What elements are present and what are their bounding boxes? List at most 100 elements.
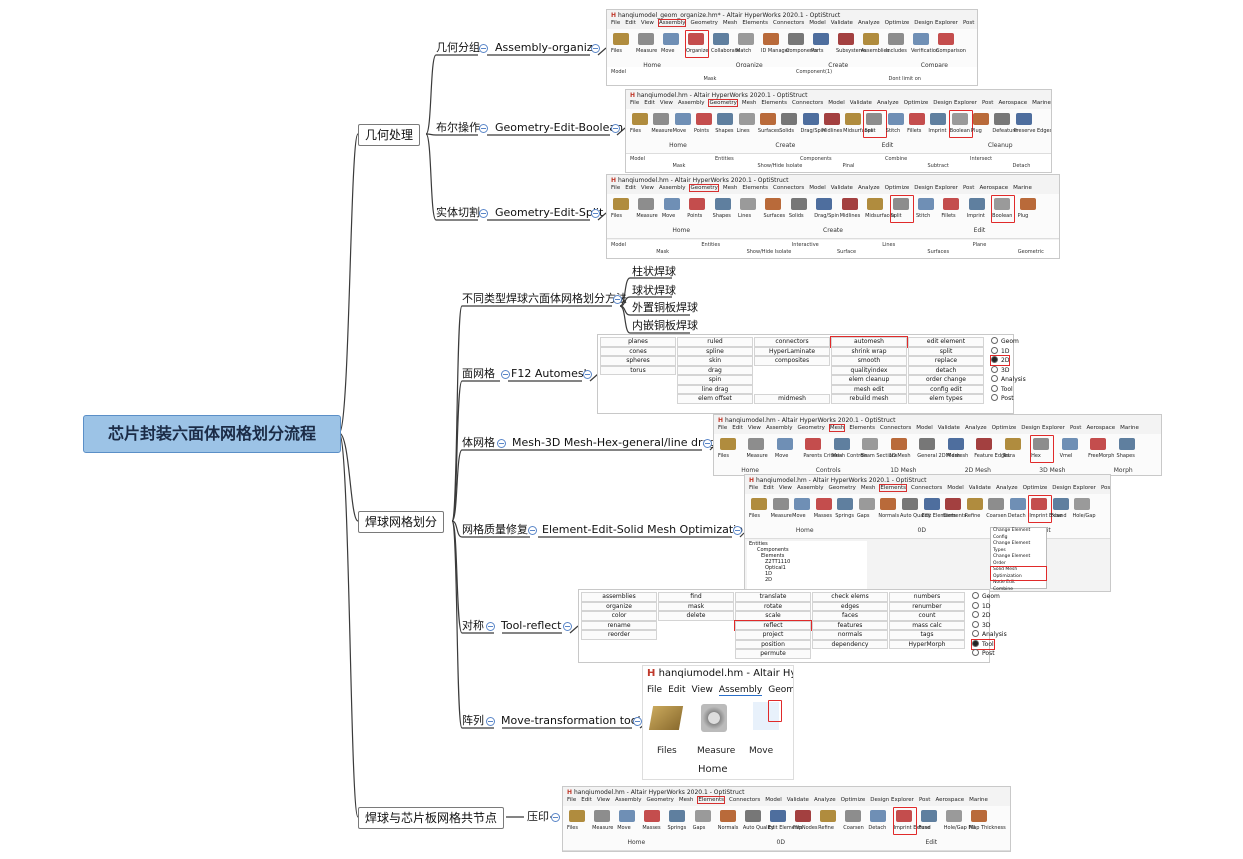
panel-cell[interactable]: automesh: [830, 336, 908, 348]
panel-radio[interactable]: Tool: [991, 384, 1013, 394]
menu-item[interactable]: Design Explorer: [914, 20, 958, 26]
collapse-toggle[interactable]: [591, 209, 600, 218]
menu-item[interactable]: Elements: [742, 20, 769, 26]
menu-item[interactable]: Validate: [786, 797, 809, 803]
node-mesh-repair[interactable]: 网格质量修复: [462, 523, 528, 536]
menu-item[interactable]: Connectors: [773, 185, 805, 191]
tool-icon[interactable]: [945, 498, 962, 510]
panel-cell[interactable]: faces: [812, 611, 888, 621]
menu-item[interactable]: View: [640, 185, 654, 191]
menu-item[interactable]: Model: [828, 100, 845, 106]
tool-icon[interactable]: [890, 438, 907, 450]
panel-cell[interactable]: assemblies: [581, 592, 657, 602]
panel-cell[interactable]: color: [581, 611, 657, 621]
status-item[interactable]: Combine: [885, 156, 908, 162]
panel-cell[interactable]: count: [889, 611, 965, 621]
tool-icon[interactable]: [970, 810, 987, 822]
panel-cell[interactable]: find: [658, 592, 734, 602]
menu-item[interactable]: Edit: [763, 485, 774, 491]
tool-icon[interactable]: [781, 113, 798, 125]
tool-icon[interactable]: [1090, 438, 1107, 450]
tool-icon[interactable]: [920, 810, 937, 822]
menu-item[interactable]: Analyze: [857, 20, 880, 26]
status-item[interactable]: Subtract: [927, 163, 949, 169]
tool-icon[interactable]: [744, 810, 761, 822]
panel-cell[interactable]: dependency: [812, 639, 888, 649]
status-item[interactable]: Show/Hide Isolate: [757, 163, 803, 169]
node-symmetry-detail[interactable]: Tool-reflect: [501, 619, 562, 632]
menu-item[interactable]: Elements: [761, 100, 788, 106]
panel-cell[interactable]: project: [735, 630, 811, 640]
menu-item[interactable]: Marine: [969, 797, 988, 803]
collapse-toggle[interactable]: [591, 44, 600, 53]
tool-icon[interactable]: [805, 438, 822, 450]
tree-item[interactable]: Entities: [749, 541, 768, 547]
panel-cell[interactable]: elem types: [908, 394, 984, 404]
tool-icon[interactable]: [880, 498, 897, 510]
menu-item[interactable]: Optimize: [903, 100, 929, 106]
node-imprint[interactable]: 压印: [527, 810, 549, 823]
tool-icon[interactable]: [913, 33, 929, 45]
menu-item[interactable]: File: [647, 685, 663, 695]
menu-item[interactable]: Edit: [732, 425, 743, 431]
node-boolean-detail[interactable]: Geometry-Edit-Boolean: [495, 121, 624, 134]
tool-icon[interactable]: [947, 438, 964, 450]
tool-icon[interactable]: [1009, 498, 1026, 510]
panel-cell[interactable]: numbers: [889, 592, 965, 602]
panel-radio[interactable]: 1D: [972, 601, 990, 611]
tool-icon[interactable]: [994, 113, 1011, 125]
tool-icon[interactable]: [1019, 198, 1036, 210]
tool-icon[interactable]: [695, 113, 712, 125]
panel-cell[interactable]: skin: [677, 356, 753, 366]
node-boolean[interactable]: 布尔操作: [436, 121, 480, 134]
ball-method-2[interactable]: 球状焊球: [632, 284, 676, 297]
panel-cell[interactable]: permute: [735, 649, 811, 659]
node-symmetry[interactable]: 对称: [462, 619, 484, 632]
menu-item[interactable]: Edit: [644, 100, 655, 106]
panel-radio[interactable]: Post: [991, 394, 1014, 403]
menu-item[interactable]: Aerospace: [1086, 425, 1116, 431]
menu-item[interactable]: Geometry: [689, 184, 719, 192]
tool-icon[interactable]: [788, 33, 804, 45]
tool-icon[interactable]: [816, 198, 833, 210]
panel-cell[interactable]: mesh edit: [831, 384, 907, 394]
panel-cell[interactable]: position: [735, 639, 811, 649]
panel-cell[interactable]: mask: [658, 601, 734, 611]
menu-item[interactable]: Edit: [625, 20, 636, 26]
panel-cell[interactable]: midmesh: [754, 394, 830, 404]
status-item[interactable]: Mask: [672, 163, 686, 169]
tool-icon[interactable]: [976, 438, 993, 450]
panel-cell[interactable]: replace: [908, 356, 984, 366]
tool-icon[interactable]: [802, 113, 819, 125]
status-item[interactable]: Dont limit on: [888, 76, 921, 82]
status-item[interactable]: Show/Hide Isolate: [746, 249, 792, 255]
tool-icon[interactable]: [895, 810, 912, 822]
panel-cell[interactable]: detach: [908, 365, 984, 375]
collapse-toggle[interactable]: [479, 209, 488, 218]
ball-method-4[interactable]: 内嵌铜板焊球: [632, 319, 698, 332]
menu-item[interactable]: Geometry: [708, 99, 738, 107]
menu-item[interactable]: Design Explorer: [870, 797, 914, 803]
branch-geometry[interactable]: 几何处理: [358, 124, 421, 146]
collapse-toggle[interactable]: [479, 124, 488, 133]
menu-item[interactable]: Post: [1100, 485, 1111, 491]
panel-cell[interactable]: translate: [735, 592, 811, 602]
menu-item[interactable]: Assembly: [765, 425, 793, 431]
tool-icon[interactable]: [751, 498, 767, 510]
node-ball-methods[interactable]: 不同类型焊球六面体网格划分方法: [462, 292, 627, 305]
tool-icon[interactable]: [694, 810, 711, 822]
tool-icon[interactable]: [619, 810, 636, 822]
menu-item[interactable]: Mesh: [828, 424, 846, 432]
panel-radio[interactable]: 2D: [989, 355, 1011, 366]
menu-item[interactable]: Edit: [625, 185, 636, 191]
node-split[interactable]: 实体切割: [436, 206, 480, 219]
panel-cell[interactable]: delete: [658, 611, 734, 621]
menu-item[interactable]: Connectors: [792, 100, 824, 106]
menu-item[interactable]: Model: [765, 797, 782, 803]
status-item[interactable]: Entities: [715, 156, 734, 162]
panel-cell[interactable]: normals: [812, 630, 888, 640]
tool-icon[interactable]: [988, 498, 1005, 510]
ball-method-1[interactable]: 柱状焊球: [632, 265, 676, 278]
menu-item[interactable]: Marine: [1032, 100, 1051, 106]
menu-item[interactable]: Post: [1069, 425, 1082, 431]
